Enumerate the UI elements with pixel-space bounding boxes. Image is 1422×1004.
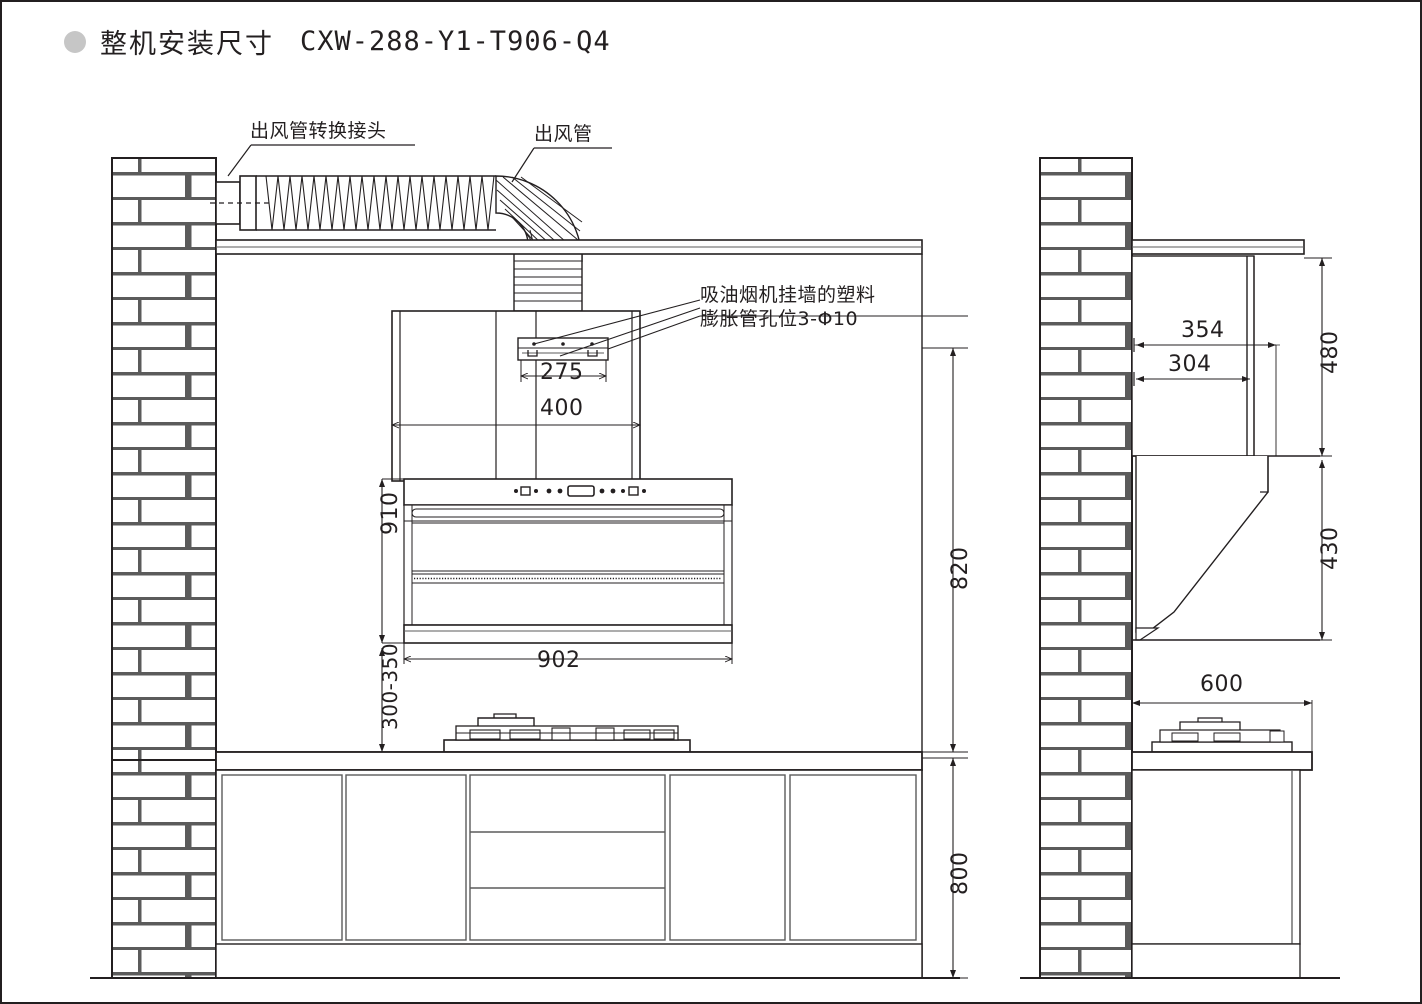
title-chinese: 整机安装尺寸 [100,29,274,60]
wall-mount-bracket [517,299,968,361]
side-hood-body [1132,456,1320,641]
hood-chimney [391,310,641,482]
gas-cooktop [443,713,691,753]
side-base-cabinet [1020,769,1340,979]
dim-hood-body-height: 430 [1318,526,1343,571]
dim-counter-depth: 600 [1200,672,1244,697]
dim-bracket-depth-inner: 304 [1168,352,1212,377]
side-dimension-lines [1131,257,1332,752]
dim-bracket-depth-outer: 354 [1181,318,1225,343]
label-wall-anchor-line2: 膨胀管孔位3-Φ10 [700,308,859,330]
base-cabinet [90,769,960,979]
dim-hood-counter-gap: 300-350 [378,642,402,730]
label-duct-adapter: 出风管转换接头 [250,120,387,142]
brick-wall-left [90,157,217,979]
dim-bracket-holes-width: 275 [540,360,584,385]
dim-hood-width: 902 [537,648,581,673]
range-hood-body [403,478,733,644]
front-dimension-lines [372,311,968,979]
flexible-exhaust-duct [256,175,496,231]
callout-leaders [227,144,612,183]
side-chimney [1131,255,1320,457]
hood-control-panel[interactable] [514,485,646,497]
title-model-number: CXW-288-Y1-T906-Q4 [300,26,611,57]
dim-counter-height: 800 [948,851,973,896]
dim-hood-height: 910 [378,491,403,536]
countertop [215,751,923,771]
brick-wall-right [1020,157,1133,979]
dim-wall-height: 820 [948,546,973,591]
bullet-dot-icon [64,30,86,53]
side-cooktop [1151,717,1293,753]
duct-adapter-collar [210,175,270,231]
label-wall-anchor-line1: 吸油烟机挂墙的塑料 [700,284,876,306]
dim-chimney-height: 480 [1318,330,1343,375]
dim-chimney-width: 400 [540,396,584,421]
side-upper-shelf [1131,239,1305,255]
page-title: 整机安装尺寸 CXW-288-Y1-T906-Q4 [64,22,611,61]
side-countertop [1131,751,1313,771]
label-duct: 出风管 [534,123,593,145]
